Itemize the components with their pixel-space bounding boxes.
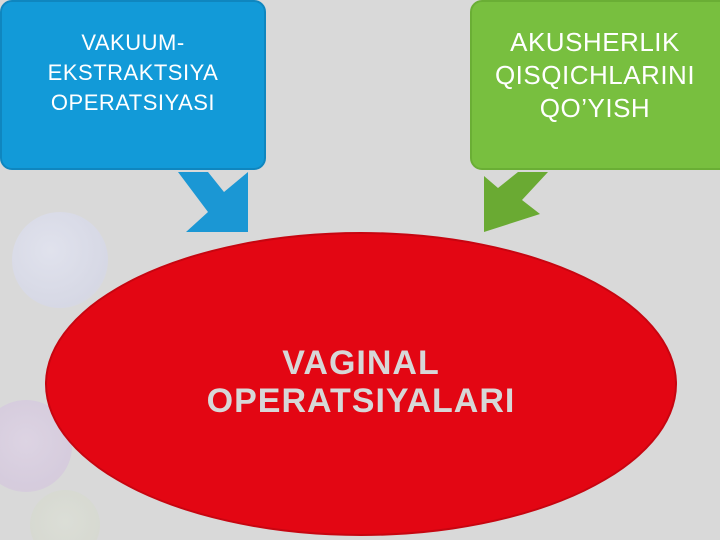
box-text-line: OPERATSIYASI — [50, 90, 216, 115]
box-text-line: QISQICHLARINI — [494, 59, 696, 90]
box-text-line: EKSTRAKTSIYA — [47, 60, 219, 85]
decorative-circle — [30, 490, 100, 540]
arrow-left-shape — [178, 172, 248, 232]
box-text-line: VAKUUM- — [81, 30, 185, 55]
vaginal-operatsiyalari-ellipse: VAGINAL OPERATSIYALARI — [45, 232, 677, 536]
akusherlik-qisqichlari-box: AKUSHERLIK QISQICHLARINI QO’YISH — [470, 0, 720, 170]
ellipse-text-line: VAGINAL — [282, 344, 440, 382]
arrow-right-shape — [484, 172, 548, 232]
decorative-circle — [12, 212, 108, 308]
box-text-line: AKUSHERLIK — [510, 26, 680, 57]
vakuum-ekstraktsiya-box: VAKUUM- EKSTRAKTSIYA OPERATSIYASI — [0, 0, 266, 170]
box-text-line: QO’YISH — [539, 92, 651, 123]
ellipse-text-line: OPERATSIYALARI — [206, 382, 516, 420]
